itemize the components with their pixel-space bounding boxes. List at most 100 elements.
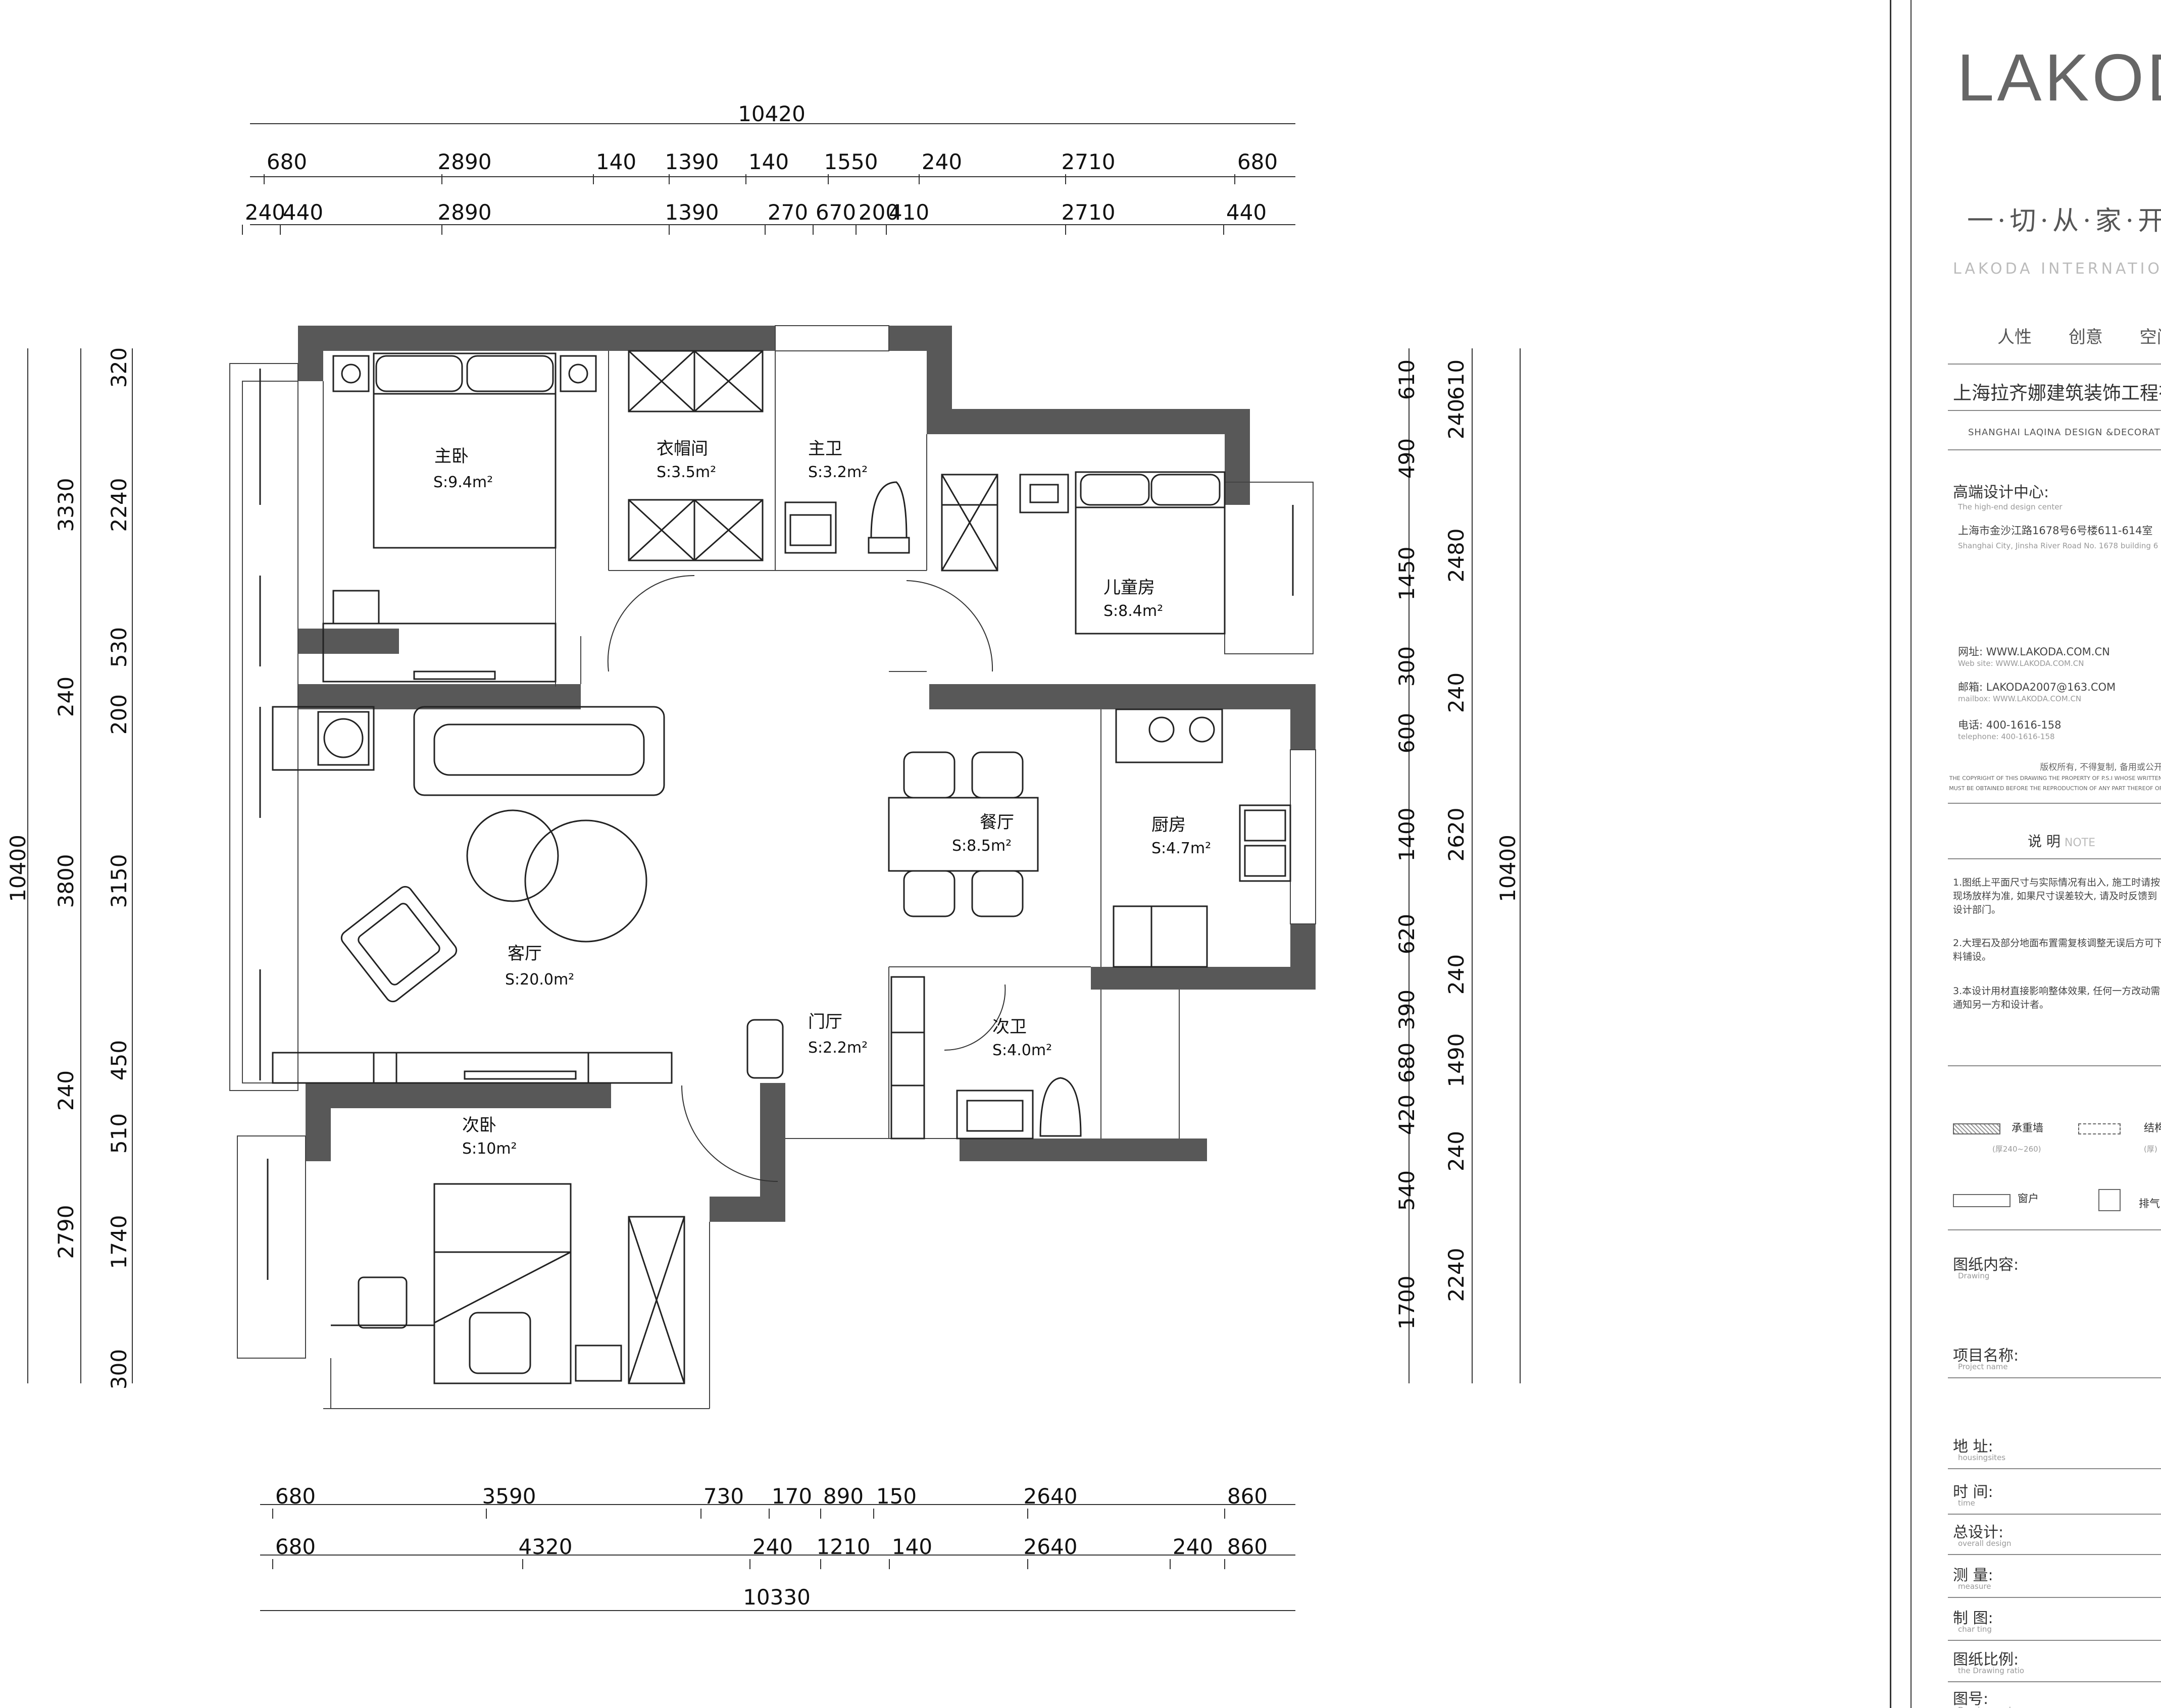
dim-top-row1-0: 680 xyxy=(267,149,307,174)
room-master-bath-area: S:3.2m² xyxy=(808,463,868,481)
dim-top-row1-3: 1390 xyxy=(665,149,719,174)
dining-table xyxy=(888,797,1039,872)
dim-right-row1-2: 1450 xyxy=(1394,547,1419,601)
sofa xyxy=(413,706,665,796)
nightstand-right xyxy=(560,355,597,392)
dim-left-row2-3: 200 xyxy=(107,694,131,735)
value-2: 创意 xyxy=(2068,327,2103,347)
top-total-label: 10420 xyxy=(738,101,806,126)
dim-right-row1-0: 610 xyxy=(1394,359,1419,400)
company-name-en: SHANGHAI LAQINA DESIGN &DECORATION CO.,L… xyxy=(1968,427,2161,438)
dim-left-row1-4: 2790 xyxy=(54,1205,78,1259)
legend-vent: 排气 xyxy=(2139,1198,2160,1210)
dim-top-row2-0: 240 xyxy=(245,200,285,225)
room-foyer-name: 门厅 xyxy=(808,1012,842,1032)
dim-right-row1-5: 1400 xyxy=(1394,808,1419,862)
field-sub-3: time xyxy=(1958,1498,1975,1508)
room-master-bedroom-area: S:9.4m² xyxy=(433,474,493,491)
dim-top-row1-8: 680 xyxy=(1237,149,1278,174)
dim-top-row1-5: 1550 xyxy=(824,149,878,174)
kitchen-sink xyxy=(1239,804,1291,882)
phone-label: 电话: 400-1616-158 xyxy=(1958,719,2062,731)
dim-right-row1-4: 600 xyxy=(1394,713,1419,753)
copyright-en-2: MUST BE OBTAINED BEFORE THE REPRODUCTION… xyxy=(1949,785,2161,792)
dim-right-row2-6: 1490 xyxy=(1444,1033,1469,1088)
dim-bottom-row2-1: 4320 xyxy=(519,1534,573,1559)
field-sub-0: Drawing xyxy=(1958,1271,1990,1280)
dim-left-row2-4: 3150 xyxy=(107,854,131,908)
dim-bottom-total: 10330 xyxy=(743,1585,811,1610)
field-label-0: 图纸内容: xyxy=(1953,1256,2019,1274)
room-dining-name: 餐厅 xyxy=(980,812,1014,833)
address-cn: 上海市金沙江路1678号6号楼611-614室 xyxy=(1958,525,2153,537)
legend-structure: 结构 xyxy=(2144,1122,2161,1134)
dim-left-row2-2: 530 xyxy=(107,627,131,667)
dim-bottom-row1-7: 860 xyxy=(1227,1484,1268,1509)
dim-left-total: 10400 xyxy=(6,835,30,902)
room-living-area: S:20.0m² xyxy=(505,971,574,989)
note-1: 1.图纸上平面尺寸与实际情况有出入, 施工时请按现场放样为准, 如果尺寸误差较大… xyxy=(1953,877,2160,915)
dim-bottom-row1-4: 890 xyxy=(823,1484,864,1509)
room-outlines xyxy=(229,325,1316,1409)
dim-right-row1-10: 540 xyxy=(1394,1170,1419,1211)
dim-bottom-row2-5: 2640 xyxy=(1024,1534,1078,1559)
tv-cabinet xyxy=(272,1052,673,1084)
dim-bottom-row1-5: 150 xyxy=(876,1484,917,1509)
dim-left-row2-5: 450 xyxy=(107,1040,131,1080)
field-label-6: 制 图: xyxy=(1953,1610,1993,1627)
address-en: Shanghai City, Jinsha River Road No. 167… xyxy=(1958,541,2161,550)
dim-bottom-row1-0: 680 xyxy=(275,1484,316,1509)
room-master-bedroom-name: 主卧 xyxy=(434,446,469,467)
company-logo: LAKODA xyxy=(1957,40,2161,115)
dim-left-row2-0: 320 xyxy=(107,347,131,388)
nightstand-left xyxy=(332,355,370,392)
structure-swatch xyxy=(2078,1123,2121,1134)
legend-window: 窗户 xyxy=(2018,1193,2039,1205)
dim-left-row1-0: 3330 xyxy=(54,478,78,532)
dim-bottom-row1-3: 170 xyxy=(772,1484,812,1509)
dim-top-row1-1: 2890 xyxy=(438,149,492,174)
field-sub-5: measure xyxy=(1958,1582,1991,1591)
dim-bottom-row1-1: 3590 xyxy=(482,1484,536,1509)
dim-top-row2-8: 2710 xyxy=(1062,200,1116,225)
dim-top-row1-6: 240 xyxy=(922,149,962,174)
field-label-1: 项目名称: xyxy=(1953,1347,2019,1365)
dim-left-row2-7: 1740 xyxy=(107,1215,131,1269)
legend-bearing-wall-note: (厚240~260) xyxy=(1992,1145,2041,1154)
dim-top-row2-9: 440 xyxy=(1226,200,1267,225)
dim-bottom-row2-6: 240 xyxy=(1173,1534,1213,1559)
room-kitchen-area: S:4.7m² xyxy=(1151,840,1211,857)
coffee-table-large xyxy=(524,819,647,943)
dim-right-row1-1: 490 xyxy=(1394,438,1419,479)
note-title-cn: 说 明 xyxy=(2028,833,2061,850)
dim-left-row1-3: 240 xyxy=(54,1070,78,1111)
stove xyxy=(1115,708,1223,763)
doors xyxy=(607,575,1006,1182)
room-labels: 主卧 S:9.4m² 衣帽间 S:3.5m² 主卫 S:3.2m² 儿童房 S:… xyxy=(433,439,1211,1158)
dim-right-row2-7: 240 xyxy=(1444,1131,1469,1171)
room-second-bath-name: 次卫 xyxy=(992,1017,1027,1037)
note-3: 3.本设计用材直接影响整体效果, 任何一方改动需通知另一方和设计者。 xyxy=(1953,986,2160,1010)
dim-bottom-row2-7: 860 xyxy=(1227,1534,1268,1559)
dim-top-row2-6: 200 xyxy=(859,200,899,225)
dim-bottom-row2-2: 240 xyxy=(752,1534,793,1559)
field-divider xyxy=(1948,1681,2161,1682)
field-label-5: 测 量: xyxy=(1953,1567,1993,1584)
company-name: 上海拉齐娜建筑装饰工程有限公司 xyxy=(1953,382,2161,404)
dim-right-row1-7: 390 xyxy=(1394,990,1419,1030)
field-label-4: 总设计: xyxy=(1953,1524,2004,1541)
room-kids-area: S:8.4m² xyxy=(1103,602,1163,620)
dimension-lines xyxy=(27,123,1521,1611)
value-3: 空间 xyxy=(2139,327,2161,347)
mail-en: mailbox: WWW.LAKODA.COM.CN xyxy=(1958,694,2082,703)
dim-left-row1-1: 240 xyxy=(54,677,78,717)
dim-right-total: 10400 xyxy=(1495,835,1520,902)
dim-right-row2-8: 2240 xyxy=(1444,1248,1469,1302)
dim-top-row2-5: 670 xyxy=(816,200,856,225)
window-swatch xyxy=(1953,1194,2011,1207)
dim-top-row1-7: 2710 xyxy=(1062,149,1116,174)
field-divider xyxy=(1948,1468,2161,1469)
dim-top-row2-4: 270 xyxy=(768,200,808,225)
